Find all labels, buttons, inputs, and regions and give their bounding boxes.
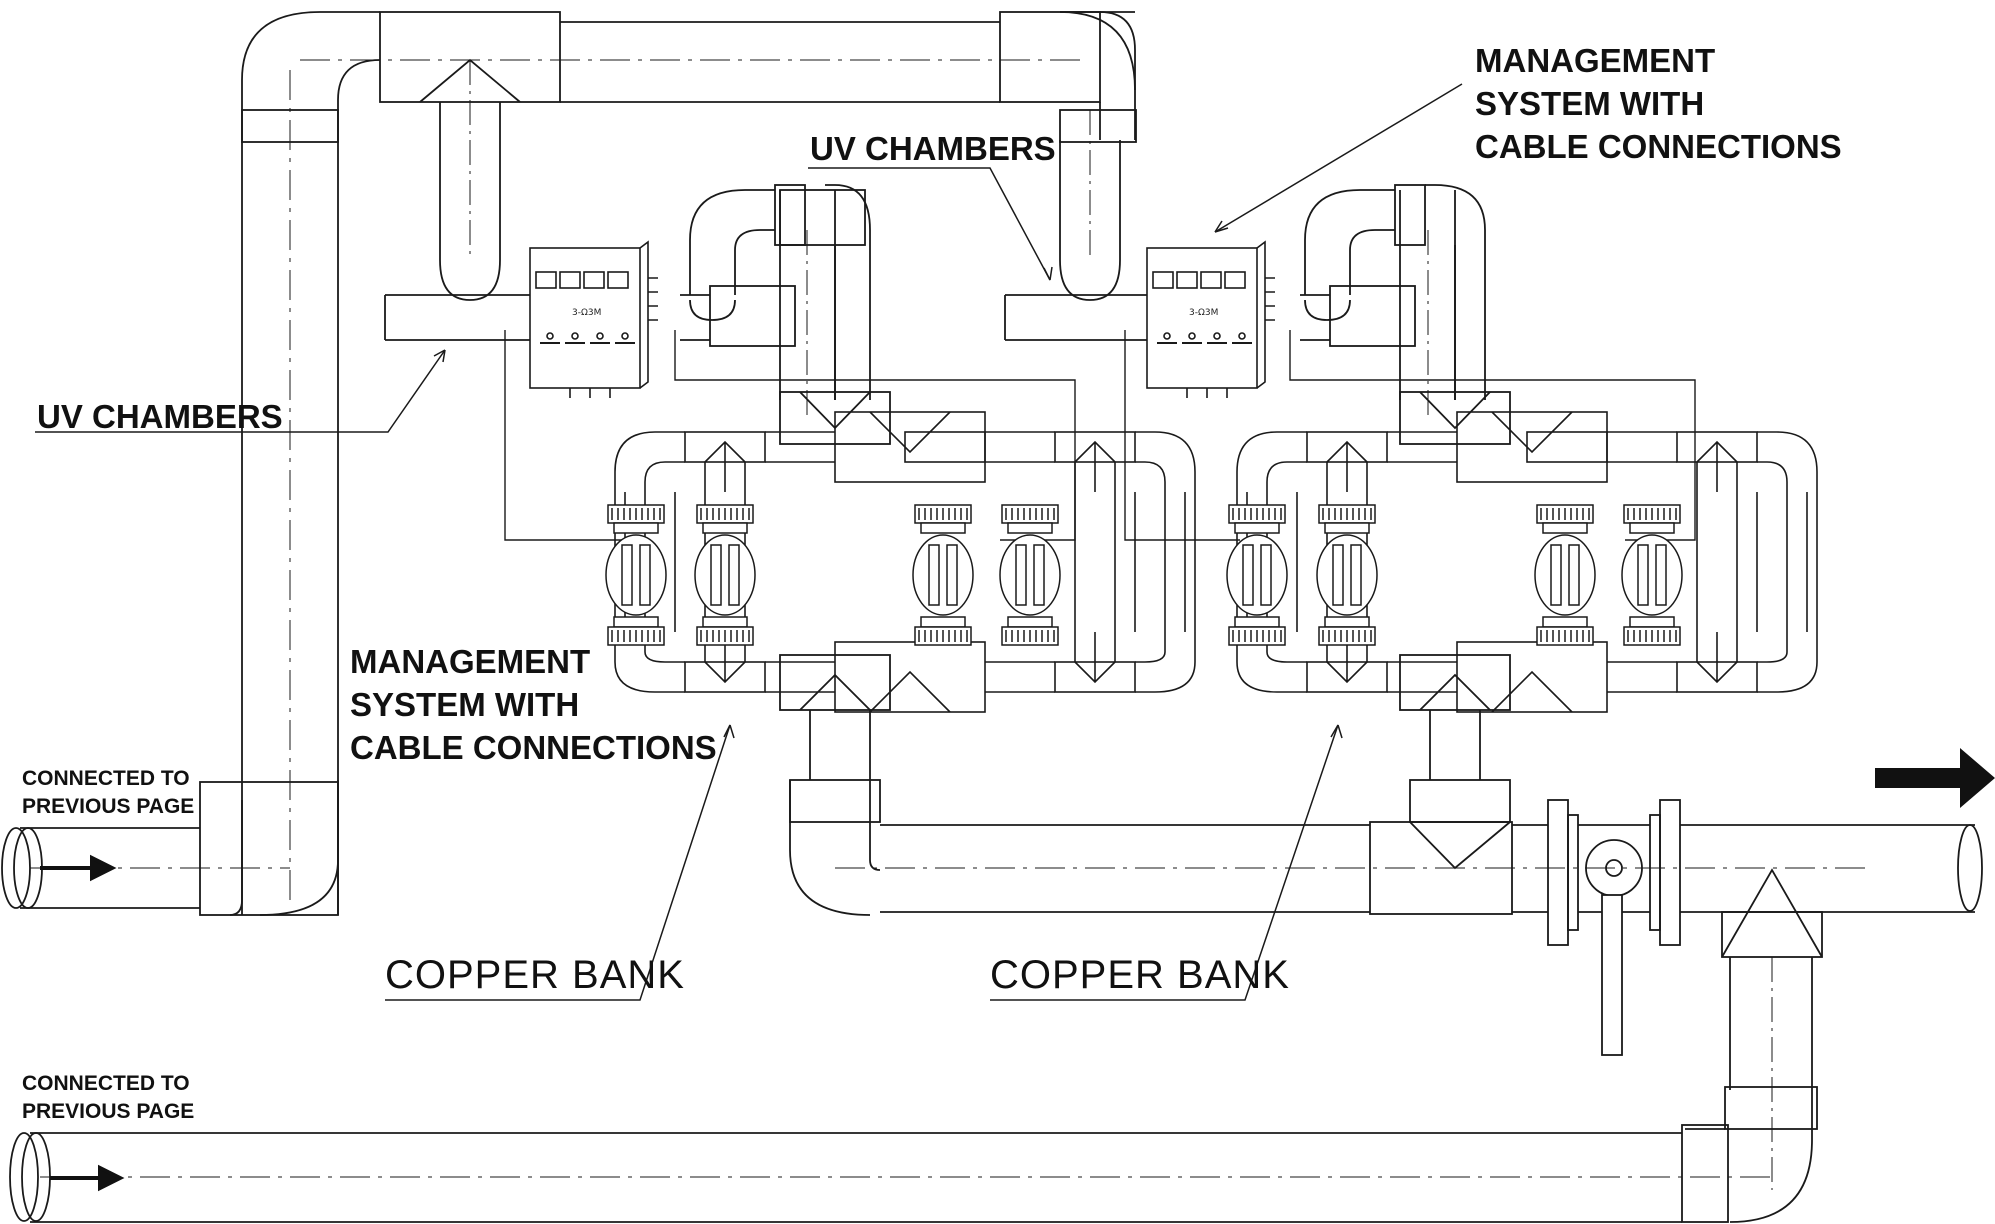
copper-bank-label-right: COPPER BANK [990, 953, 1290, 997]
uv-chambers-label-left: UV CHAMBERS [37, 398, 283, 435]
connected-upper-line-2: PREVIOUS PAGE [22, 795, 194, 818]
leader-lines [35, 83, 1463, 1001]
pipe-network [1, 11, 1983, 1223]
copper-cartridge [1534, 504, 1596, 646]
control-panel-1: 3-Ω3M [529, 241, 659, 399]
connected-lower-line-2: PREVIOUS PAGE [22, 1100, 194, 1123]
management-left-line-2: SYSTEM WITH [350, 686, 579, 723]
management-label-top: MANAGEMENT SYSTEM WITH CABLE CONNECTIONS [1475, 42, 1842, 165]
uv-chambers-label-top: UV CHAMBERS [810, 130, 1056, 167]
copper-cartridge [1621, 504, 1683, 646]
management-left-line-1: MANAGEMENT [350, 643, 590, 680]
management-top-line-2: SYSTEM WITH [1475, 85, 1704, 122]
panel-1-text: 3-Ω3M [572, 308, 601, 318]
control-panel-2: 3-Ω3M [1146, 241, 1276, 399]
copper-cartridge [694, 504, 756, 646]
copper-bank-label-left: COPPER BANK [385, 953, 685, 997]
management-left-line-3: CABLE CONNECTIONS [350, 729, 717, 766]
copper-bank-1 [605, 411, 1196, 713]
management-top-line-3: CABLE CONNECTIONS [1475, 128, 1842, 165]
copper-cartridge [1316, 504, 1378, 646]
management-top-line-1: MANAGEMENT [1475, 42, 1715, 79]
management-label-left: MANAGEMENT SYSTEM WITH CABLE CONNECTIONS [350, 643, 717, 766]
right-arrow-icon [1875, 748, 1995, 808]
copper-cartridge [1226, 504, 1288, 646]
panel-2-text: 3-Ω3M [1189, 308, 1218, 318]
copper-cartridge [605, 504, 667, 646]
copper-bank-2 [1226, 411, 1818, 713]
right-arrow-icon [40, 854, 117, 882]
connected-upper-line-1: CONNECTED TO [22, 767, 190, 790]
connected-label-lower: CONNECTED TO PREVIOUS PAGE [22, 1072, 194, 1123]
right-arrow-icon [50, 1164, 125, 1192]
copper-cartridge [912, 504, 974, 646]
copper-cartridge [999, 504, 1061, 646]
connected-label-upper: CONNECTED TO PREVIOUS PAGE [22, 767, 194, 818]
connected-lower-line-1: CONNECTED TO [22, 1072, 190, 1095]
